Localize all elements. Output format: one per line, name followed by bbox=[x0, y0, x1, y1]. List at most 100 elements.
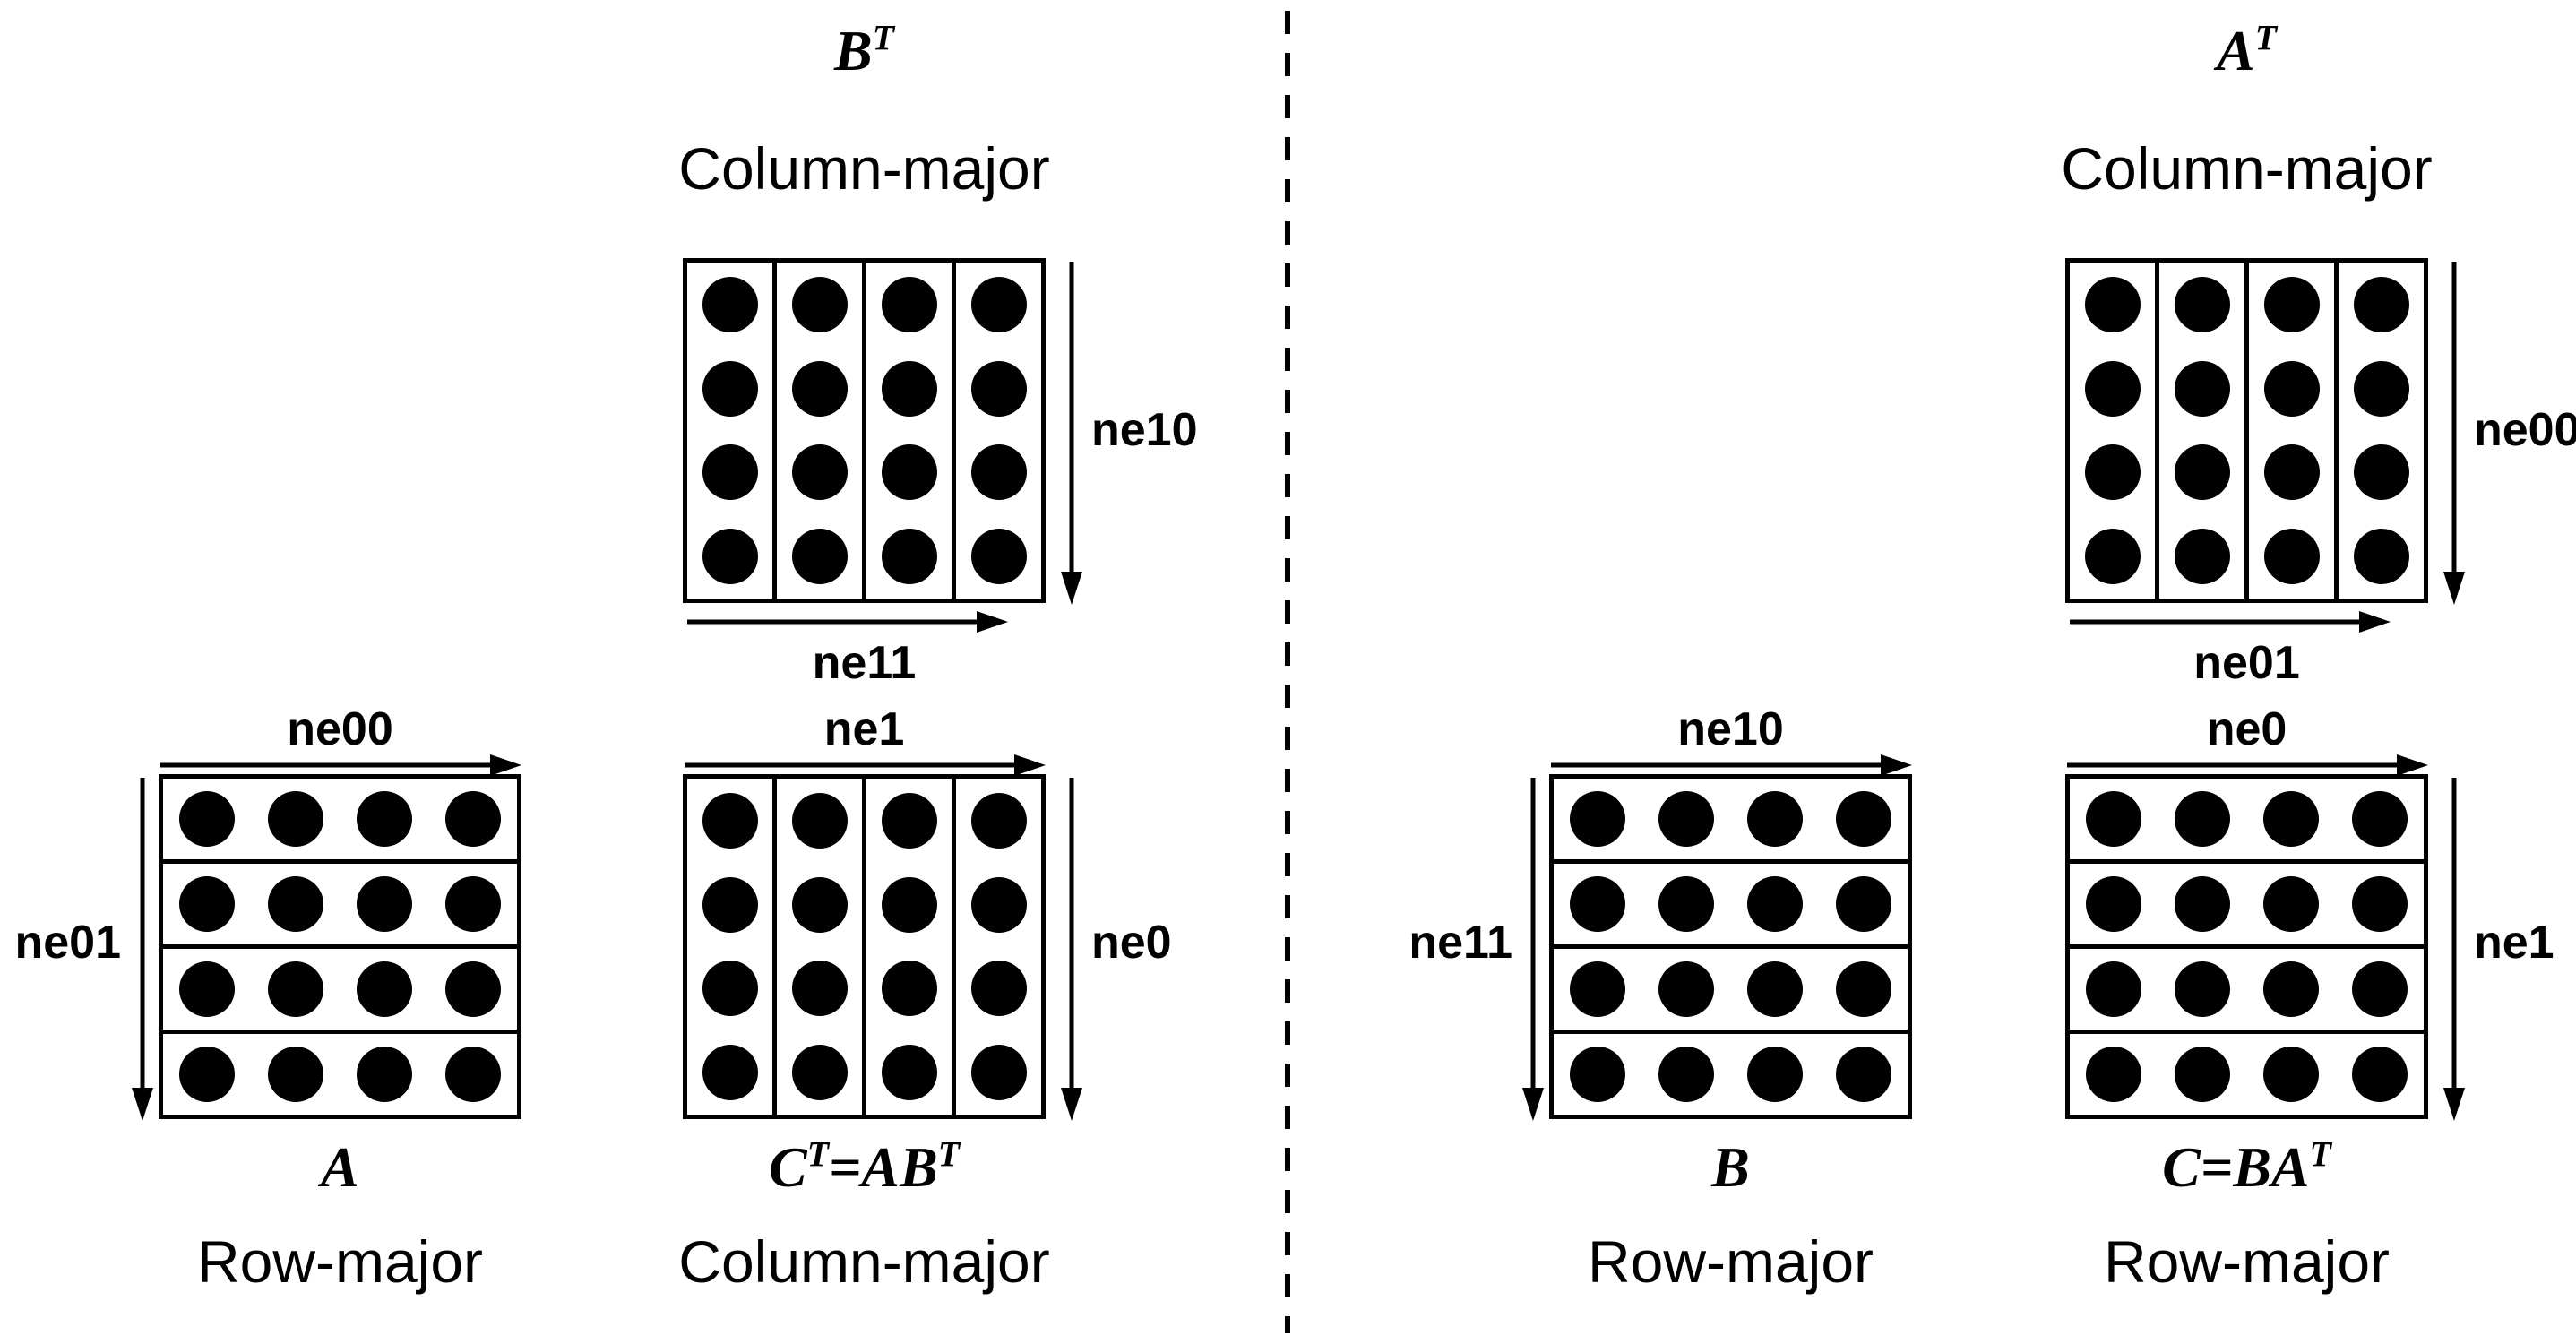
matrix-column bbox=[952, 263, 1041, 599]
matrix-element-dot bbox=[444, 876, 501, 932]
matrix-element-dot bbox=[444, 961, 501, 1017]
matrix-element-dot bbox=[881, 360, 937, 417]
matrix-title-c: C=BAT bbox=[1976, 1135, 2518, 1199]
matrix-column bbox=[687, 263, 772, 599]
matrix-element-dot bbox=[881, 876, 937, 933]
matrix-element-dot bbox=[268, 961, 324, 1017]
matrix-element-dot bbox=[970, 444, 1027, 501]
matrix-element-dot bbox=[2175, 1047, 2231, 1102]
matrix-column bbox=[862, 779, 952, 1115]
matrix-element-dot bbox=[970, 360, 1027, 417]
matrix-element-dot bbox=[702, 1045, 758, 1101]
matrix-element-dot bbox=[970, 876, 1027, 933]
matrix-element-dot bbox=[702, 876, 758, 933]
matrix-element-dot bbox=[791, 792, 848, 849]
matrix-element-dot bbox=[1835, 961, 1891, 1017]
v-axis-label-a: ne01 bbox=[14, 917, 121, 969]
matrix-column bbox=[2155, 263, 2244, 599]
matrix-element-dot bbox=[2351, 791, 2408, 847]
matrix-element-dot bbox=[2174, 360, 2230, 417]
arrow-right-icon bbox=[2067, 754, 2428, 776]
v-axis-label-at: ne00 bbox=[2474, 404, 2576, 456]
matrix-element-dot bbox=[881, 1045, 937, 1101]
matrix-element-dot bbox=[2084, 360, 2141, 417]
matrix-element-dot bbox=[268, 1047, 324, 1102]
matrix-title-a: A bbox=[69, 1135, 611, 1199]
matrix-element-dot bbox=[970, 1045, 1027, 1101]
matrix-element-dot bbox=[444, 1047, 501, 1102]
v-axis-label-c: ne1 bbox=[2474, 917, 2554, 969]
matrix-element-dot bbox=[1746, 876, 1803, 932]
matrix-element-dot bbox=[2262, 961, 2319, 1017]
arrow-down-icon bbox=[2443, 262, 2465, 605]
arrow-down-icon bbox=[1522, 778, 1544, 1121]
h-axis-label-a: ne00 bbox=[287, 703, 393, 755]
matrix-element-dot bbox=[881, 961, 937, 1017]
matrix-element-dot bbox=[1835, 791, 1891, 847]
matrix-element-dot bbox=[2263, 276, 2320, 332]
arrow-down-icon bbox=[1061, 778, 1082, 1121]
matrix-element-dot bbox=[1746, 961, 1803, 1017]
matrix-element-dot bbox=[970, 961, 1027, 1017]
matrix-element-dot bbox=[2351, 876, 2408, 932]
matrix-row bbox=[1554, 1030, 1908, 1115]
layout-label-bt: Column-major bbox=[678, 135, 1050, 202]
arrow-right-icon bbox=[2070, 611, 2391, 633]
h-axis-label-c: ne0 bbox=[2206, 703, 2287, 755]
matrix-a bbox=[159, 774, 521, 1119]
title-superscript: T bbox=[872, 18, 894, 58]
title-text: C bbox=[2162, 1135, 2201, 1199]
title-text: B bbox=[834, 19, 873, 82]
arrow-down-icon bbox=[1061, 262, 1082, 605]
matrix-element-dot bbox=[970, 276, 1027, 332]
layout-label-ct: Column-major bbox=[678, 1228, 1050, 1295]
matrix-element-dot bbox=[2086, 961, 2142, 1017]
matrix-row bbox=[163, 1030, 517, 1115]
matrix-element-dot bbox=[2174, 276, 2230, 332]
layout-label-c: Row-major bbox=[2103, 1228, 2391, 1295]
matrix-column bbox=[2070, 263, 2155, 599]
title-text: A bbox=[2217, 19, 2255, 82]
matrix-row bbox=[163, 944, 517, 1030]
matrix-element-dot bbox=[791, 444, 848, 501]
matrix-element-dot bbox=[1570, 876, 1626, 932]
h-axis-label-ct: ne1 bbox=[823, 703, 905, 755]
matrix-element-dot bbox=[268, 876, 324, 932]
matrix-element-dot bbox=[356, 876, 412, 932]
matrix-element-dot bbox=[2086, 1047, 2142, 1102]
arrow-right-icon bbox=[160, 754, 521, 776]
matrix-element-dot bbox=[2351, 961, 2408, 1017]
matrix-element-dot bbox=[179, 791, 236, 847]
title-superscript: T bbox=[2254, 18, 2277, 58]
matrix-row bbox=[2070, 1030, 2424, 1115]
matrix-element-dot bbox=[2353, 444, 2409, 501]
matrix-element-dot bbox=[2353, 529, 2409, 585]
matrix-element-dot bbox=[2174, 444, 2230, 501]
matrix-element-dot bbox=[2175, 791, 2231, 847]
matrix-row bbox=[163, 859, 517, 944]
matrix-column bbox=[2334, 263, 2424, 599]
h-axis-label-at: ne01 bbox=[2193, 637, 2300, 689]
matrix-element-dot bbox=[702, 792, 758, 849]
arrow-right-icon bbox=[687, 611, 1008, 633]
arrow-right-icon bbox=[1551, 754, 1912, 776]
matrix-element-dot bbox=[2084, 276, 2141, 332]
matrix-element-dot bbox=[791, 360, 848, 417]
matrix-element-dot bbox=[2262, 876, 2319, 932]
matrix-element-dot bbox=[970, 792, 1027, 849]
title-text: =BA bbox=[2200, 1135, 2310, 1199]
title-superscript: T bbox=[806, 1134, 829, 1175]
matrix-element-dot bbox=[2263, 529, 2320, 585]
matrix-element-dot bbox=[179, 876, 236, 932]
matrix-element-dot bbox=[1658, 1047, 1715, 1102]
matrix-title-ct: CT=ABT bbox=[593, 1134, 1135, 1199]
matrix-element-dot bbox=[444, 791, 501, 847]
layout-label-b: Row-major bbox=[1587, 1228, 1874, 1295]
matrix-column bbox=[2244, 263, 2334, 599]
matrix-c bbox=[2065, 774, 2428, 1119]
matrix-element-dot bbox=[2263, 444, 2320, 501]
matrix-title-at: AT bbox=[1976, 18, 2518, 82]
arrow-right-icon bbox=[685, 754, 1046, 776]
layout-label-at: Column-major bbox=[2061, 135, 2433, 202]
matrix-element-dot bbox=[1658, 791, 1715, 847]
